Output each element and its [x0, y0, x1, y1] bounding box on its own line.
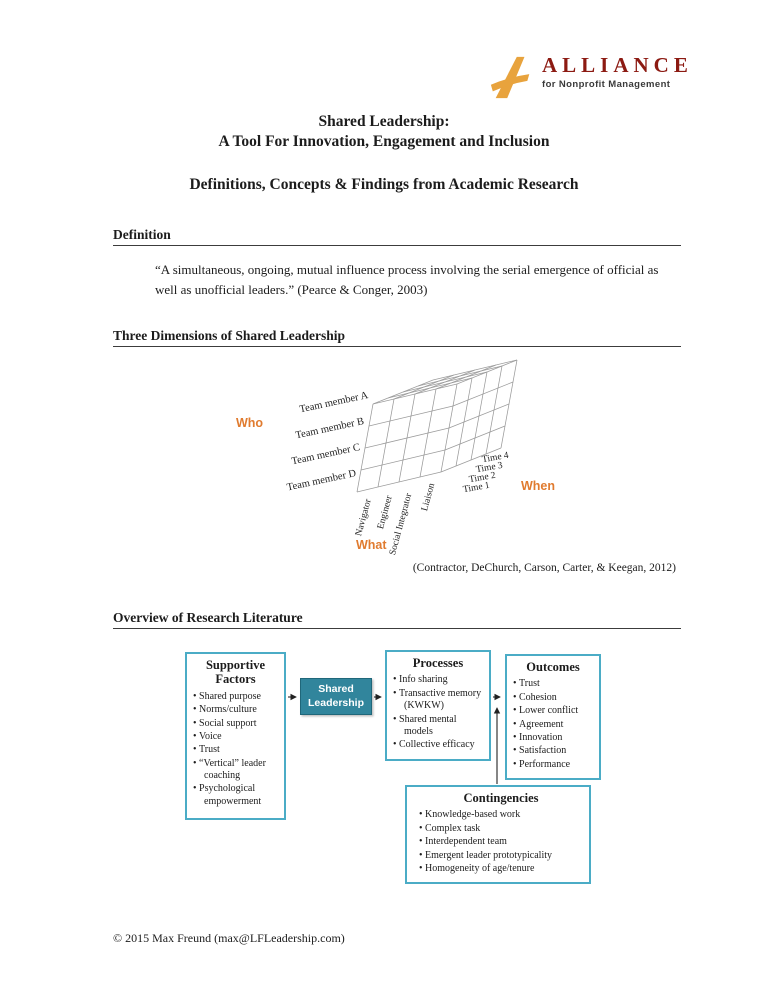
- bullet-item: Psychological empowerment: [193, 783, 278, 808]
- bullet-item: Homogeneity of age/tenure: [419, 863, 583, 875]
- section-rule: [113, 346, 681, 347]
- bullet-item: Lower conflict: [513, 705, 593, 717]
- section-rule: [113, 628, 681, 629]
- supportive-factors-box: Supportive Factors Shared purposeNorms/c…: [185, 652, 286, 820]
- cube-role-label: Engineer: [376, 494, 395, 531]
- cube-role-label: Liaison: [420, 482, 438, 513]
- supportive-factors-list: Shared purposeNorms/cultureSocial suppor…: [193, 691, 278, 809]
- when-axis-label: When: [521, 479, 556, 493]
- bullet-item: Voice: [193, 731, 278, 743]
- processes-box: Processes Info sharingTransactive memory…: [385, 650, 491, 761]
- definition-heading: Definition: [113, 227, 171, 242]
- bullet-item: Complex task: [419, 823, 583, 835]
- doc-title-line2: A Tool For Innovation, Engagement and In…: [218, 133, 550, 151]
- supportive-factors-title: Supportive Factors: [205, 658, 266, 687]
- contingencies-box: Contingencies Knowledge-based workComple…: [405, 785, 591, 885]
- bullet-item: Norms/culture: [193, 704, 278, 716]
- bullet-item: Social support: [193, 718, 278, 730]
- outcomes-box: Outcomes TrustCohesionLower conflictAgre…: [505, 654, 601, 781]
- bullet-item: Transactive memory (KWKW): [393, 688, 483, 713]
- processes-list: Info sharingTransactive memory (KWKW)Sha…: [393, 674, 483, 751]
- bullet-item: Cohesion: [513, 692, 593, 704]
- bullet-item: Trust: [513, 678, 593, 690]
- bullet-item: “Vertical” leader coaching: [193, 758, 278, 783]
- bullet-item: Info sharing: [393, 674, 483, 686]
- figure-citation: (Contractor, DeChurch, Carson, Carter, &…: [412, 562, 676, 574]
- outcomes-title: Outcomes: [526, 660, 580, 674]
- bullet-item: Knowledge-based work: [419, 809, 583, 821]
- cube-role-label: Navigator: [354, 498, 374, 538]
- dimensions-heading: Three Dimensions of Shared Leadership: [113, 328, 346, 343]
- bullet-item: Performance: [513, 759, 593, 771]
- contingencies-title: Contingencies: [463, 791, 539, 805]
- who-axis-label: Who: [236, 416, 264, 430]
- definition-quote: “A simultaneous, ongoing, mutual influen…: [155, 262, 659, 297]
- contingencies-list: Knowledge-based workComplex taskInterdep…: [419, 809, 583, 875]
- bullet-item: Shared mental models: [393, 714, 483, 739]
- cube-time-label: Time 1: [462, 480, 491, 496]
- logo-wordmark: ALLIANCE: [542, 53, 693, 77]
- doc-subtitle: Definitions, Concepts & Findings from Ac…: [189, 176, 579, 194]
- bullet-item: Trust: [193, 744, 278, 756]
- bullet-item: Emergent leader prototypicality: [419, 850, 583, 862]
- what-axis-label: What: [356, 538, 387, 552]
- bullet-item: Shared purpose: [193, 691, 278, 703]
- outcomes-list: TrustCohesionLower conflictAgreementInno…: [513, 678, 593, 771]
- bullet-item: Interdependent team: [419, 836, 583, 848]
- logo-tagline: for Nonprofit Management: [542, 79, 671, 91]
- doc-title-line1: Shared Leadership:: [318, 113, 450, 130]
- bullet-item: Innovation: [513, 732, 593, 744]
- overview-heading: Overview of Research Literature: [113, 610, 303, 625]
- shared-leadership-node: Shared Leadership: [300, 678, 372, 715]
- title-block: Shared Leadership: A Tool For Innovation…: [0, 112, 768, 194]
- bullet-item: Collective efficacy: [393, 739, 483, 751]
- alliance-logo-icon: [488, 54, 536, 106]
- section-rule: [113, 245, 681, 246]
- processes-title: Processes: [412, 656, 464, 670]
- copyright-footer: © 2015 Max Freund (max@LFLeadership.com): [113, 931, 345, 945]
- bullet-item: Agreement: [513, 719, 593, 731]
- alliance-logo: ALLIANCE for Nonprofit Management: [488, 53, 693, 106]
- bullet-item: Satisfaction: [513, 745, 593, 757]
